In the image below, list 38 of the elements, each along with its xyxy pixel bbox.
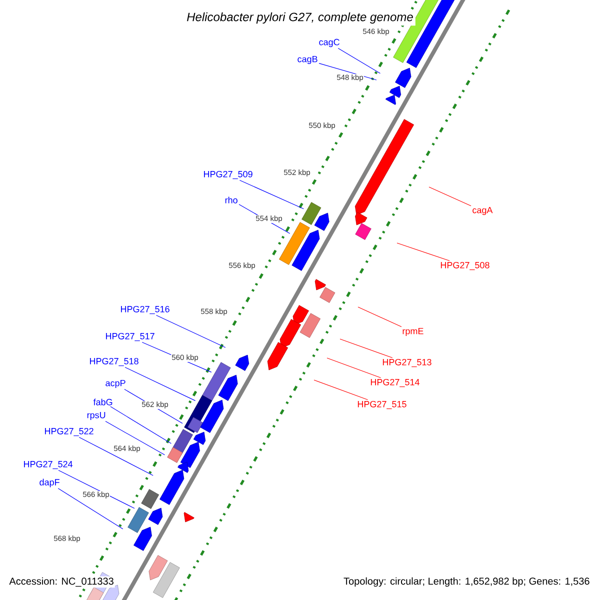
leader-line	[58, 488, 124, 530]
leader-line	[338, 48, 380, 74]
summary-text: Topology: circular; Length: 1,652,982 bp; Genes: 1,536	[342, 576, 591, 588]
leader-line	[326, 358, 382, 378]
leader-line	[314, 380, 368, 400]
leader-line	[110, 406, 172, 444]
gene-label: HPG27_524	[24, 460, 73, 470]
leader-line	[239, 180, 304, 210]
gene-label: cagC	[319, 38, 340, 48]
leader-line	[318, 63, 377, 80]
leader-line	[340, 338, 393, 358]
gene-label: rho	[225, 196, 238, 204]
gene-label: HPG27_514	[370, 378, 420, 388]
gene-label: cagA	[472, 206, 493, 216]
leader-line	[358, 306, 402, 328]
gene-label: HPG27_522	[45, 428, 94, 436]
title: Helicobacter pylori G27, complete genome	[184, 10, 416, 26]
leader-line	[428, 186, 472, 206]
gene-label: HPG27_515	[358, 400, 406, 410]
gene-label: rpsU	[87, 412, 106, 420]
leader-line	[58, 470, 135, 509]
gene-label: HPG27_516	[121, 306, 170, 314]
gene-label: HPG27_513	[382, 358, 432, 368]
gene-label: HPG27_508	[440, 262, 490, 270]
leader-line	[78, 436, 154, 476]
gene-label: HPG27_517	[106, 332, 154, 342]
gene-label: cagB	[298, 56, 318, 64]
leader-line	[105, 420, 165, 456]
leader-line	[396, 242, 450, 262]
gene-label: HPG27_509	[204, 170, 252, 180]
gene-label: fabG	[93, 398, 112, 406]
gene-label: dapF	[40, 478, 60, 488]
gene-label: rpmE	[402, 328, 424, 336]
leader-line	[124, 366, 196, 401]
gene-label: HPG27_518	[90, 358, 138, 366]
gene-label: acpP	[106, 380, 126, 388]
accession-text: Accession: NC_011333	[8, 576, 115, 588]
leader-line	[156, 314, 226, 348]
